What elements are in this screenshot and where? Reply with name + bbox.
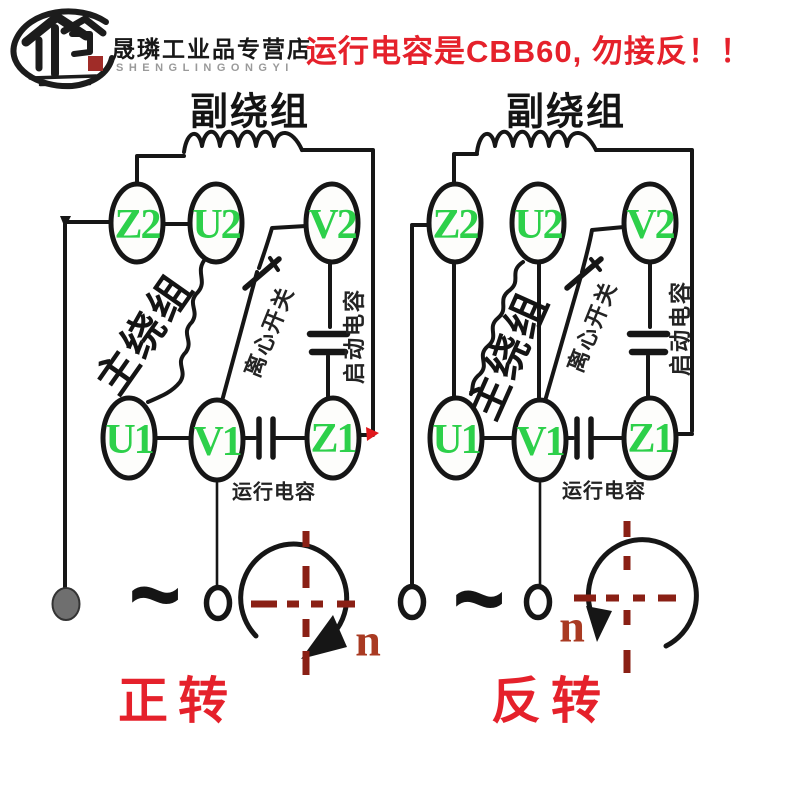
- left-ac-supply-symbol: ~: [128, 531, 182, 657]
- left-speed-label: n: [355, 614, 381, 666]
- right-terminal-v1: [511, 397, 569, 483]
- right-aux-winding-coil: [475, 129, 598, 154]
- right-terminal-label-u2: U2: [514, 202, 563, 248]
- left-circuit: [51, 129, 379, 675]
- left-aux-winding-label: 副绕组: [189, 91, 311, 134]
- right-supply-terminal-ring-a: [397, 583, 427, 621]
- left-switch-to-v2: [257, 224, 308, 270]
- right-terminal-label-v1: V1: [516, 419, 565, 465]
- right-z2-to-coil: [452, 152, 479, 189]
- right-aux-winding-label: 副绕组: [505, 91, 627, 134]
- right-start-capacitor-label: 启动电容: [668, 279, 693, 377]
- left-aux-winding-coil: [182, 129, 304, 154]
- right-switch-barb: [589, 257, 602, 272]
- left-switch-barb: [268, 256, 280, 272]
- logo-window: [69, 31, 93, 57]
- left-start-capacitor-label: 启动电容: [342, 287, 367, 385]
- left-terminal-label-z1: Z1: [310, 416, 357, 462]
- left-rotation-arrowhead: [301, 615, 347, 659]
- left-terminal-v1: [188, 397, 246, 483]
- right-terminal-z2: [426, 181, 484, 265]
- right-terminal-u1: [427, 395, 485, 481]
- left-terminal-label-v1: V1: [193, 419, 242, 465]
- right-run-capacitor-label: 运行电容: [562, 480, 646, 503]
- right-caption-reverse: 反转: [491, 673, 611, 729]
- left-run-capacitor-label: 运行电容: [232, 481, 316, 504]
- left-z2-to-coil: [135, 154, 186, 189]
- left-axis-crosshair: [251, 531, 355, 675]
- logo-roof: [21, 12, 91, 47]
- right-rotation-arc: [585, 537, 699, 649]
- logo-underline-1: [28, 74, 98, 80]
- right-rotation-arrowhead: [586, 606, 612, 642]
- store-logo: [10, 8, 115, 90]
- logo-underline-2: [38, 82, 92, 87]
- left-terminal-v2: [303, 181, 361, 265]
- left-terminal-u1: [100, 395, 158, 481]
- logo-ellipse: [10, 8, 115, 90]
- logo-roof-2: [60, 15, 107, 37]
- right-ac-supply-symbol: ~: [452, 535, 506, 661]
- right-terminal-label-z1: Z1: [627, 416, 674, 462]
- left-main-winding-coil: [146, 256, 208, 404]
- left-terminal-z1: [304, 395, 362, 481]
- left-caption-forward: 正转: [118, 673, 238, 729]
- right-axis-crosshair: [574, 521, 676, 673]
- right-circuit: [397, 129, 699, 673]
- left-terminal-u2: [187, 181, 245, 265]
- right-terminal-label-u1: U1: [432, 417, 481, 463]
- right-supply-terminal-ring-b: [523, 583, 553, 621]
- left-red-connector-mark: [366, 427, 379, 441]
- left-terminal-label-u2: U2: [192, 202, 241, 248]
- right-switch-to-v2: [580, 225, 626, 274]
- left-terminal-label-u1: U1: [105, 417, 154, 463]
- left-supply-arrow-tick: [60, 216, 71, 228]
- left-terminal-label-z2: Z2: [114, 202, 161, 248]
- right-outer-right-line: [594, 148, 694, 433]
- left-terminal-label-v2: V2: [308, 202, 357, 248]
- right-speed-label: n: [559, 600, 585, 652]
- left-supply-terminal-dot: [51, 587, 81, 621]
- right-main-winding-coil: [469, 260, 525, 396]
- store-name: 晟璘工业品专营店: [112, 36, 312, 62]
- logo-red-seal: [88, 56, 103, 71]
- store-name-latin: SHENGLINGONGYI: [116, 62, 294, 74]
- left-switch-line: [220, 270, 259, 403]
- right-switch-line: [543, 274, 583, 403]
- left-terminal-z2: [108, 181, 166, 265]
- right-terminal-u2: [509, 181, 567, 265]
- right-terminal-label-v2: V2: [626, 202, 675, 248]
- warning-title: 运行电容是CBB60, 勿接反！！: [306, 34, 752, 69]
- left-outer-right-line: [300, 148, 375, 435]
- right-terminal-label-z2: Z2: [432, 202, 479, 248]
- right-terminal-z1: [621, 395, 679, 481]
- right-terminal-v2: [621, 181, 679, 265]
- left-supply-terminal-ring: [203, 584, 233, 622]
